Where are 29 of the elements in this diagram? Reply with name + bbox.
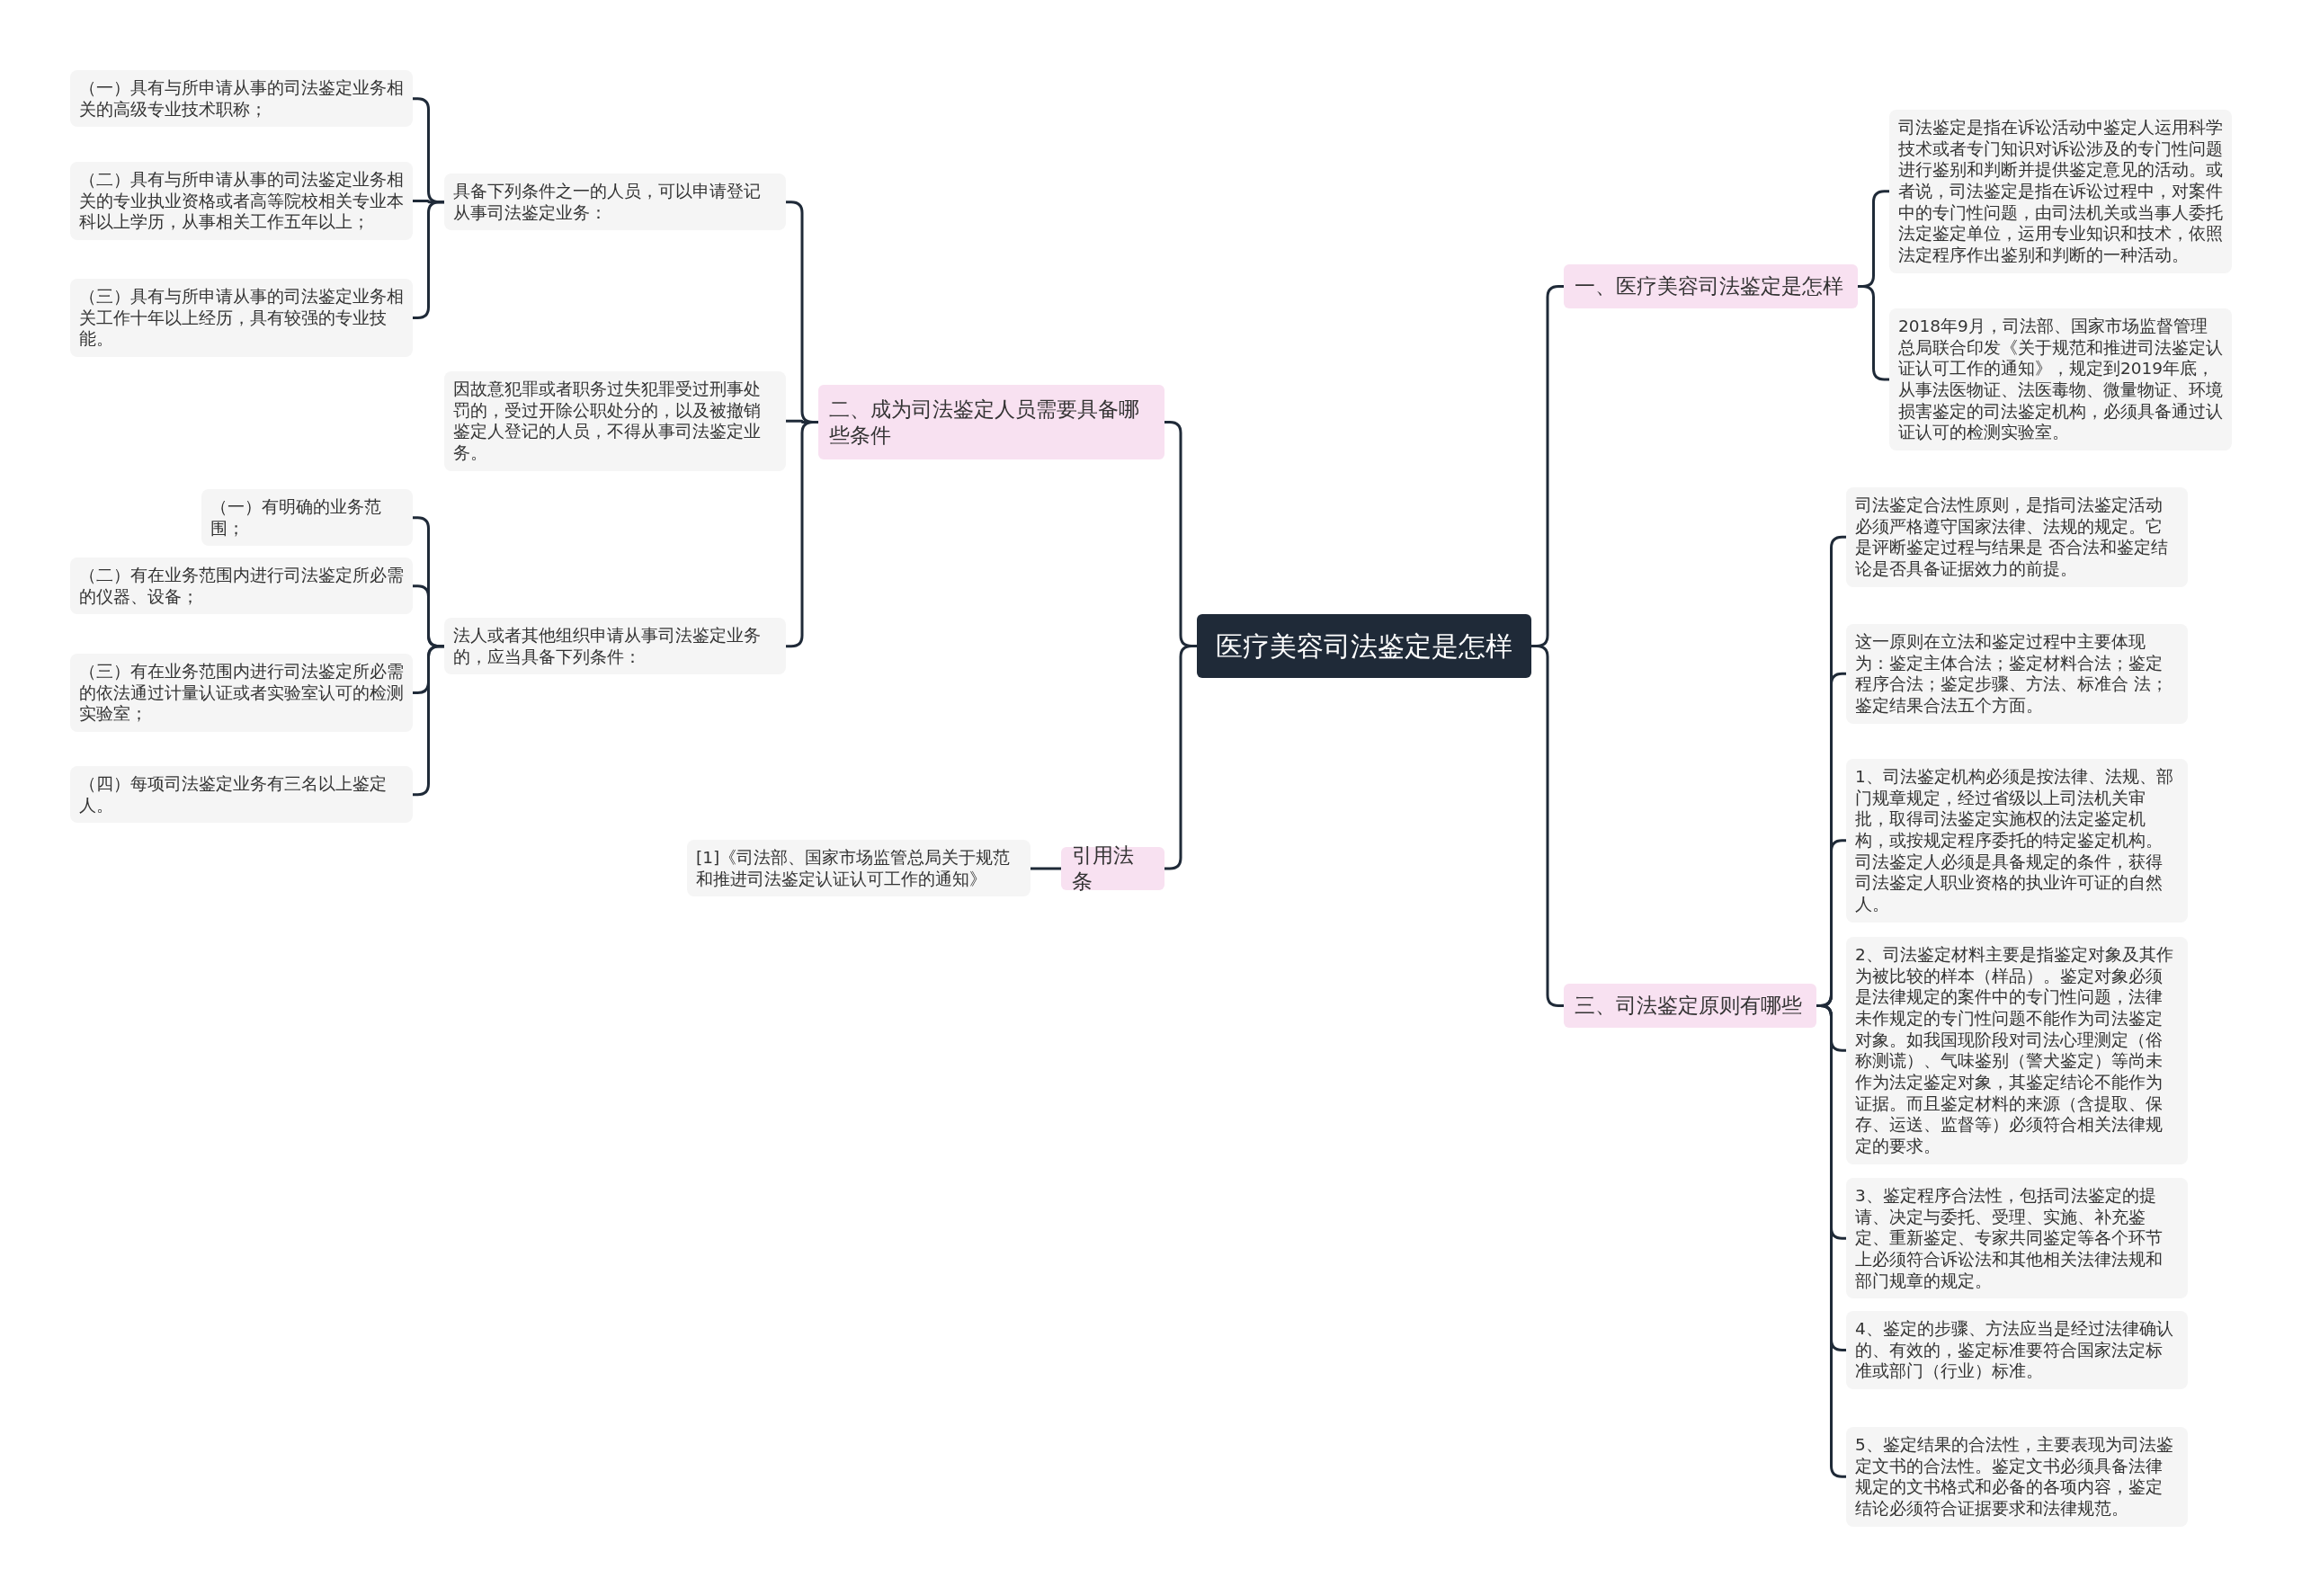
note-box: 因故意犯罪或者职务过失犯罪受过刑事处罚的，受过开除公职处分的，以及被撤销鉴定人登记的人员，不得从事司法鉴定业务。 — [444, 371, 786, 471]
connector-line — [1031, 867, 1061, 870]
connector-line — [1164, 645, 1197, 870]
connector-line — [1531, 645, 1564, 1007]
branch-topic-box: 一、医疗美容司法鉴定是怎样 — [1564, 264, 1858, 308]
note-box: （三）具有与所申请从事的司法鉴定业务相关工作十年以上经历，具有较强的专业技能。 — [70, 279, 413, 357]
note-box: （一）具有与所申请从事的司法鉴定业务相关的高级专业技术职称； — [70, 70, 413, 128]
note-box: 1、司法鉴定机构必须是按法律、法规、部门规章规定，经过省级以上司法机关审批，取得司法鉴定实施权的法定鉴定机构，或按规定程序委托的特定鉴定机构。司法鉴定人必须是具备规定的条件，获得司法鉴定人职业资格的执业许可证的自然人。 — [1846, 759, 2188, 923]
note-box: （二）有在业务范围内进行司法鉴定所必需的仪器、设备； — [70, 557, 413, 615]
note-box: 2、司法鉴定材料主要是指鉴定对象及其作为被比较的样本（样品）。鉴定对象必须是法律规定的案件中的专门性问题，法律未作规定的专门性问题不能作为司法鉴定对象。如我国现阶段对司法心理测定（俗称测谎）、气味鉴别（警犬鉴定）等尚未作为法定鉴定对象，其鉴定结论不能作为证据。而且鉴定材料的来源（含提取、保存、运送、监督等）必须符合相关法律规定的要求。 — [1846, 937, 2188, 1164]
note-box: （四）每项司法鉴定业务有三名以上鉴定人。 — [70, 766, 413, 824]
note-box: 具备下列条件之一的人员，可以申请登记从事司法鉴定业务： — [444, 174, 786, 231]
note-box: 这一原则在立法和鉴定过程中主要体现为：鉴定主体合法；鉴定材料合法；鉴定程序合法；鉴定步骤、方法、标准合 法；鉴定结果合法五个方面。 — [1846, 624, 2188, 724]
note-box: （二）具有与所申请从事的司法鉴定业务相关的专业执业资格或者高等院校相关专业本科以上学历，从事相关工作五年以上； — [70, 162, 413, 240]
connector-line — [786, 421, 818, 648]
note-box: （三）有在业务范围内进行司法鉴定所必需的依法通过计量认证或者实验室认可的检测实验室； — [70, 654, 413, 732]
branch-topic-box: 引用法条 — [1061, 847, 1164, 890]
branch-topic-box: 二、成为司法鉴定人员需要具备哪些条件 — [818, 385, 1164, 459]
note-box: 5、鉴定结果的合法性，主要表现为司法鉴定文书的合法性。鉴定文书必须具备法律规定的文书格式和必备的各项内容，鉴定结论必须符合证据要求和法律规范。 — [1846, 1427, 2188, 1527]
note-box: 3、鉴定程序合法性，包括司法鉴定的提请、决定与委托、受理、实施、补充鉴定、重新鉴定、专家共同鉴定等各个环节上必须符合诉讼法和其他相关法律法规和部门规章的规定。 — [1846, 1178, 2188, 1299]
branch-topic-box: 三、司法鉴定原则有哪些 — [1564, 984, 1816, 1028]
note-box: 2018年9月，司法部、国家市场监督管理总局联合印发《关于规范和推进司法鉴定认证认可工作的通知》，规定到2019年底，从事法医物证、法医毒物、微量物证、环境损害鉴定的司法鉴定机构，必须具备通过认证认可的检测实验室。 — [1889, 308, 2232, 451]
note-box: 4、鉴定的步骤、方法应当是经过法律确认的、有效的，鉴定标准要符合国家法定标准或部门（行业）标准。 — [1846, 1311, 2188, 1389]
central-topic-box: 医疗美容司法鉴定是怎样 — [1197, 614, 1531, 678]
note-box: 司法鉴定合法性原则，是指司法鉴定活动必须严格遵守国家法律、法规的规定。它是评断鉴定过程与结果是 否合法和鉴定结论是否具备证据效力的前提。 — [1846, 487, 2188, 587]
note-box: [1]《司法部、国家市场监管总局关于规范和推进司法鉴定认证认可工作的通知》 — [687, 840, 1031, 897]
note-box: 法人或者其他组织申请从事司法鉴定业务的，应当具备下列条件： — [444, 618, 786, 675]
note-box: 司法鉴定是指在诉讼活动中鉴定人运用科学技术或者专门知识对诉讼涉及的专门性问题进行鉴别和判断并提供鉴定意见的活动。或者说，司法鉴定是指在诉讼过程中，对案件中的专门性问题，由司法机关或当事人委托法定鉴定单位，运用专业知识和技术，依照法定程序作出鉴别和判断的一种活动。 — [1889, 110, 2232, 273]
note-box: （一）有明确的业务范围； — [201, 489, 413, 547]
